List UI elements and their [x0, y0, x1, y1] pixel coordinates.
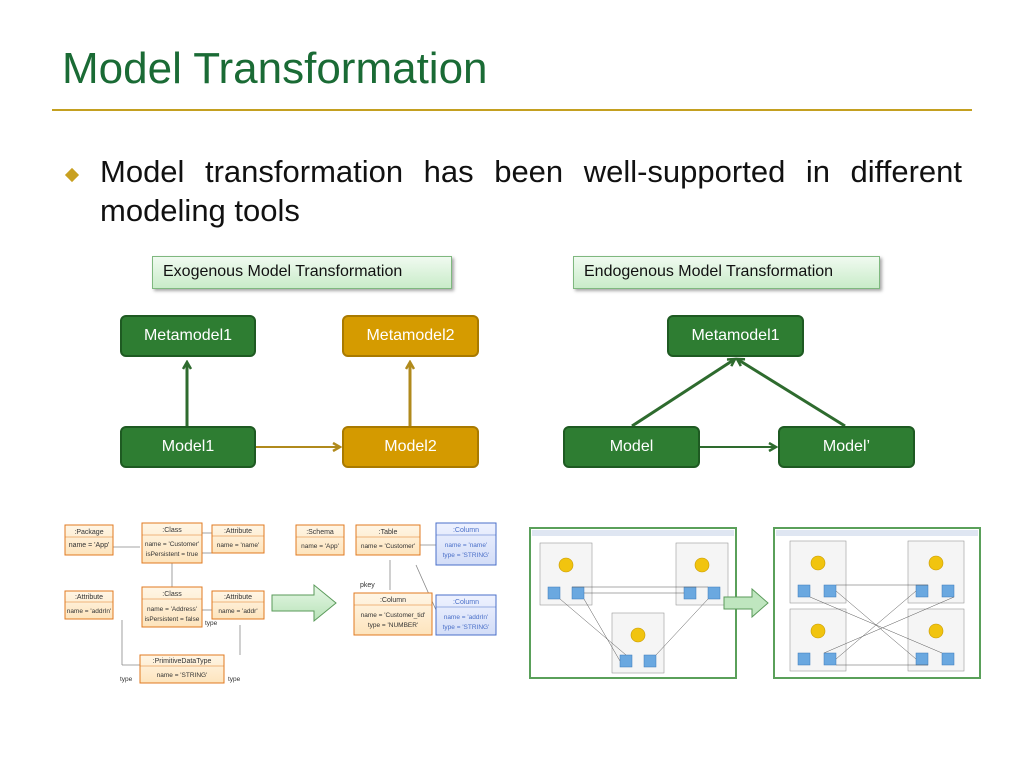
uml-column-name-title: :Column — [453, 527, 479, 534]
uml-class-address-box: :Class name = 'Address' isPersistent = f… — [141, 586, 203, 628]
uml-class-address-title: :Class — [162, 591, 182, 598]
model1-node: Model1 — [120, 426, 256, 468]
metamodel1-label: Metamodel1 — [143, 327, 233, 344]
uml-transformation-example: :Package name = 'App' :Class name = 'Cus… — [64, 522, 497, 684]
page-title: Model Transformation — [62, 44, 488, 93]
uml-column-name-attr1: name = 'name' — [445, 542, 487, 549]
uml-primitive-attr: name = 'STRING' — [157, 672, 208, 679]
uml-type-label-2: type — [120, 676, 133, 683]
endo-metamodel1-node: Metamodel1 — [667, 315, 804, 357]
uml-class-address-attr2: isPersistent = false — [145, 616, 200, 623]
uml-column-addrin-box: :Column name = 'addrIn' type = 'STRING' — [435, 594, 497, 636]
uml-package-box: :Package name = 'App' — [64, 524, 114, 556]
uml-attribute-name-title: :Attribute — [224, 528, 252, 535]
model2-node: Model2 — [342, 426, 479, 468]
uml-schema-title: :Schema — [306, 529, 334, 536]
endo-model-node: Model — [563, 426, 700, 468]
uml-schema-box: :Schema name = 'App' — [295, 524, 345, 556]
tool-screenshots — [529, 527, 981, 679]
uml-type-label-3: type — [228, 676, 241, 683]
uml-transform-arrow-icon — [271, 583, 337, 623]
conforms-arrow-model-prime — [737, 359, 846, 428]
uml-table-box: :Table name = 'Customer' — [355, 524, 421, 556]
uml-class-customer-attr2: isPersistent = true — [146, 551, 199, 558]
title-divider — [52, 109, 972, 111]
uml-package-attr: name = 'App' — [69, 542, 110, 549]
uml-column-name-attr2: type = 'STRING' — [443, 552, 490, 559]
bullet-text: Model transformation has been well-suppo… — [100, 154, 962, 228]
uml-column-addrin-attr1: name = 'addrIn' — [444, 614, 489, 621]
uml-pkey-label: pkey — [360, 582, 375, 589]
uml-type-label-1: type — [205, 620, 218, 627]
endogenous-label: Endogenous Model Transformation — [584, 263, 834, 280]
endo-model-prime-node: Model’ — [778, 426, 915, 468]
tool-screenshot-after — [773, 527, 981, 679]
uml-class-customer-title: :Class — [162, 527, 182, 534]
uml-class-customer-box: :Class name = 'Customer' isPersistent = … — [141, 522, 203, 564]
uml-table-title: :Table — [379, 529, 398, 536]
uml-attribute-addr-title: :Attribute — [224, 594, 252, 601]
uml-attribute-addr-attr: name = 'addr' — [218, 608, 257, 615]
uml-package-title: :Package — [74, 529, 103, 536]
uml-schema-attr: name = 'App' — [301, 543, 339, 550]
uml-primitive-box: :PrimitiveDataType name = 'STRING' — [139, 654, 225, 684]
endo-model-label: Model — [609, 438, 654, 455]
tool-screenshot-before — [529, 527, 737, 679]
tool-transform-arrow-icon — [723, 587, 769, 619]
uml-column-tid-attr2: type = 'NUMBER' — [368, 622, 418, 629]
metamodel1-node: Metamodel1 — [120, 315, 256, 357]
endo-metamodel1-label: Metamodel1 — [691, 327, 780, 344]
endo-model-prime-label: Model’ — [822, 438, 871, 455]
uml-column-tid-attr1: name = 'Customer_tid' — [361, 612, 426, 619]
uml-column-tid-title: :Column — [380, 597, 406, 604]
uml-attribute-addrin-attr: name = 'addrIn' — [67, 608, 112, 615]
uml-attribute-addrin-box: :Attribute name = 'addrIn' — [64, 590, 114, 620]
uml-column-addrin-title: :Column — [453, 599, 479, 606]
uml-attribute-addr-box: :Attribute name = 'addr' — [211, 590, 265, 620]
metamodel2-node: Metamodel2 — [342, 315, 479, 357]
uml-attribute-name-attr: name = 'name' — [217, 542, 259, 549]
metamodel2-label: Metamodel2 — [366, 327, 455, 344]
model2-label: Model2 — [384, 438, 437, 455]
model1-label: Model1 — [161, 438, 215, 455]
uml-attribute-addrin-title: :Attribute — [75, 594, 103, 601]
uml-column-tid-box: :Column name = 'Customer_tid' type = 'NU… — [353, 592, 433, 636]
exogenous-label-box: Exogenous Model Transformation — [152, 256, 452, 289]
exogenous-label: Exogenous Model Transformation — [163, 263, 403, 280]
conforms-arrow-model — [631, 359, 735, 428]
endogenous-label-box: Endogenous Model Transformation — [573, 256, 880, 289]
uml-attribute-name-box: :Attribute name = 'name' — [211, 524, 265, 554]
uml-column-addrin-attr2: type = 'STRING' — [443, 624, 490, 631]
uml-class-customer-attr1: name = 'Customer' — [145, 541, 199, 548]
uml-primitive-title: :PrimitiveDataType — [153, 658, 212, 665]
uml-table-attr: name = 'Customer' — [361, 543, 415, 550]
uml-class-address-attr1: name = 'Address' — [147, 606, 197, 613]
uml-column-name-box: :Column name = 'name' type = 'STRING' — [435, 522, 497, 566]
